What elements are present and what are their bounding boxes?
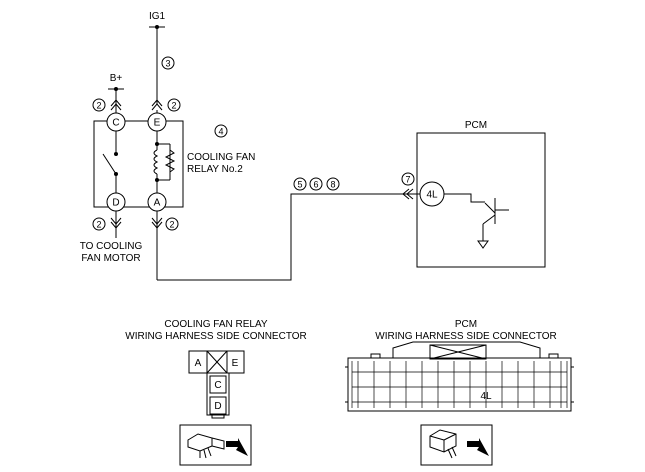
pcm-connector-housing — [347, 357, 572, 412]
schematic: IG1 3 B+ 2 2 C E — [80, 11, 546, 281]
relay-box — [93, 120, 184, 208]
relay-connector-view: COOLING FAN RELAY WIRING HARNESS SIDE CO… — [125, 319, 307, 466]
relay-title-line1: COOLING FAN — [187, 152, 255, 163]
pcm-box — [416, 132, 546, 268]
transistor-collector — [484, 202, 496, 214]
svg-text:8: 8 — [330, 180, 335, 190]
callout-wire-6 — [309, 177, 323, 191]
svg-text:3: 3 — [165, 59, 170, 69]
ground-symbol — [477, 240, 489, 249]
callout-relay — [214, 124, 228, 138]
coil-resistor-zigzag — [164, 149, 176, 173]
pcm-connector-title-line2: WIRING HARNESS SIDE CONNECTOR — [375, 331, 557, 342]
svg-text:2: 2 — [171, 101, 176, 111]
switch-contact-top — [114, 152, 118, 156]
svg-text:6: 6 — [313, 180, 318, 190]
pcm-internal-wire — [444, 193, 485, 203]
callout-pin-a — [165, 217, 179, 231]
wire-relay-a-to-pcm — [157, 193, 417, 281]
pcm-title: PCM — [465, 120, 487, 131]
callout-wire-8 — [326, 177, 340, 191]
connector-chevron-c — [110, 99, 122, 111]
callout-ig1-wire — [161, 56, 175, 70]
view-arrow-icon — [226, 438, 248, 456]
relay-connector-cell-c-box — [209, 375, 227, 394]
switch-arm — [102, 153, 117, 175]
pcm-connector-hood — [392, 341, 541, 358]
relay-connector-cell-e: E — [232, 358, 239, 369]
connector-chevron-e — [151, 99, 163, 111]
relay-connector-cell-d-box — [209, 396, 227, 415]
wire-leads-icon — [199, 447, 212, 459]
svg-text:D: D — [112, 198, 119, 209]
svg-text:7: 7 — [405, 175, 410, 185]
callout-wire-5 — [293, 177, 307, 191]
pcm-connector-title-line1: PCM — [455, 319, 477, 330]
svg-text:2: 2 — [96, 220, 101, 230]
relay-connector-latch — [211, 414, 225, 419]
relay-connector-title-line1: COOLING FAN RELAY — [164, 319, 268, 330]
to-motor-line1: TO COOLING — [80, 241, 143, 252]
callout-pin-d — [92, 217, 106, 231]
pcm-view-arrow-icon — [467, 438, 489, 456]
pcm-connector-lock — [429, 344, 487, 360]
harness-view-icon-pcm — [420, 424, 493, 466]
pcm-connector-grid — [351, 361, 568, 408]
svg-text:4: 4 — [218, 127, 223, 137]
svg-text:4L: 4L — [426, 190, 438, 201]
to-motor-line2: FAN MOTOR — [81, 253, 140, 264]
connector-chevron-pcm — [402, 188, 414, 200]
transistor-emitter — [482, 214, 496, 225]
relay-connector-title-line2: WIRING HARNESS SIDE CONNECTOR — [125, 331, 307, 342]
svg-text:A: A — [154, 198, 161, 209]
relay-connector-cell-a: A — [195, 358, 202, 369]
relay-connector-cell-d: D — [214, 401, 221, 412]
callout-pin-c — [92, 98, 106, 112]
pcm-wire-leads-icon — [447, 446, 457, 459]
bplus-label: B+ — [110, 73, 123, 84]
relay-connector-cell-c: C — [214, 380, 221, 391]
pcm-connector-view: PCM WIRING HARNESS SIDE CONNECTOR — [345, 319, 574, 466]
harness-view-icon-relay — [179, 424, 252, 466]
svg-text:5: 5 — [297, 180, 302, 190]
svg-text:2: 2 — [169, 220, 174, 230]
connector-chevron-d — [110, 217, 122, 229]
relay-title-line2: RELAY No.2 — [187, 164, 243, 175]
relay-connector-blank-cross-2 — [206, 350, 228, 374]
callout-pin-e — [167, 98, 181, 112]
svg-text:E: E — [154, 118, 161, 129]
svg-text:C: C — [112, 118, 119, 129]
pcm-connector-shell-icon — [429, 429, 457, 453]
svg-text:2: 2 — [96, 101, 101, 111]
ig1-label: IG1 — [149, 11, 166, 22]
callout-pcm-pin — [401, 172, 415, 186]
pcm-connector-pin-4l: 4L — [480, 391, 492, 402]
connector-chevron-a — [151, 217, 163, 229]
relay-coil — [153, 149, 159, 175]
